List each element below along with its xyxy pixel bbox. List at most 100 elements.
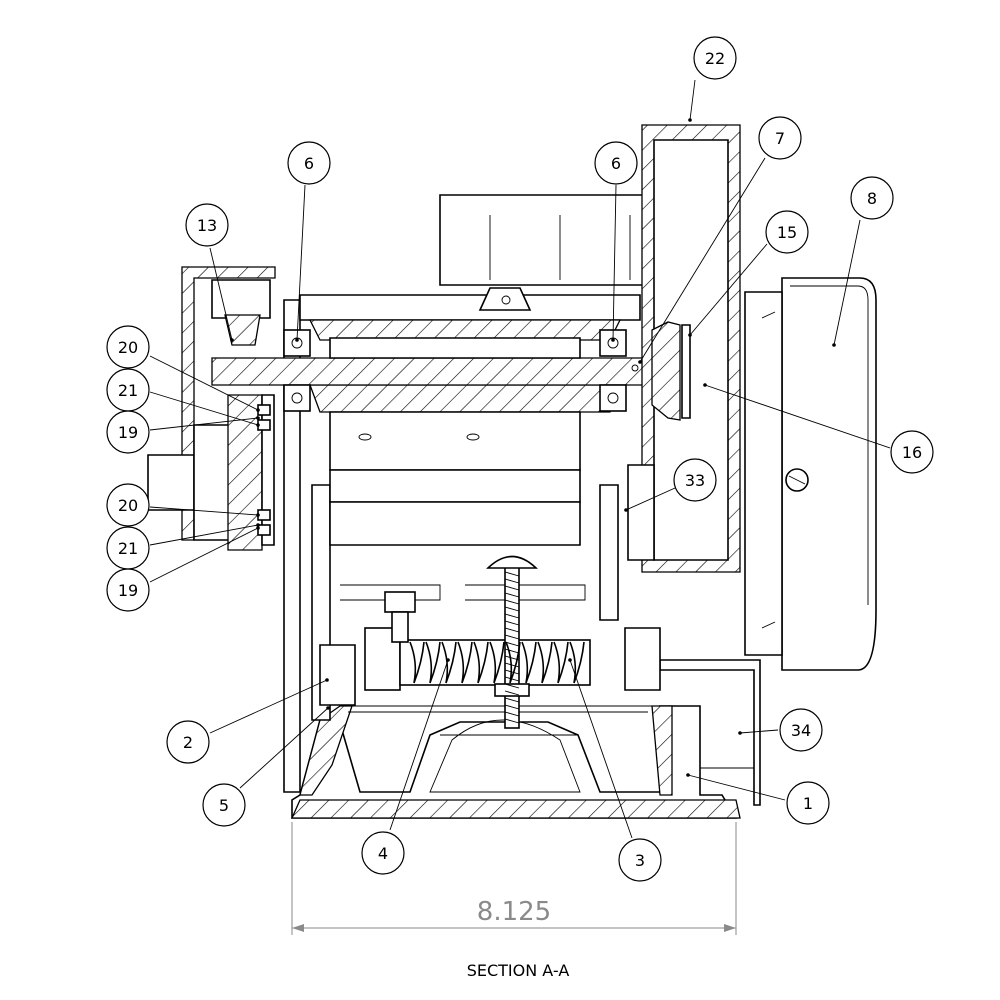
left-frame xyxy=(283,299,661,793)
balloon-b8 xyxy=(850,176,894,220)
overall-dimension: 8.125 xyxy=(291,822,737,935)
motor-body xyxy=(299,194,651,546)
screw-thread xyxy=(504,711,520,717)
base-housing xyxy=(290,704,741,819)
leader-line xyxy=(704,384,891,449)
balloon-b3 xyxy=(618,838,662,882)
leader-tip xyxy=(446,658,450,662)
balloon-label: 20 xyxy=(118,338,138,357)
balloon-b6b xyxy=(594,141,638,185)
section-caption: SECTION A-A xyxy=(467,961,570,980)
leader-tip xyxy=(256,513,260,517)
leader-line xyxy=(149,355,259,411)
spring-coil xyxy=(489,641,505,684)
balloon-b2 xyxy=(166,720,210,764)
screw-thread xyxy=(504,641,520,647)
dimension-value: 8.125 xyxy=(477,897,551,927)
screw-thread xyxy=(504,683,520,689)
screw-thread xyxy=(504,613,520,619)
balloon-b13 xyxy=(185,203,229,247)
balloon-b16 xyxy=(890,430,934,474)
leader-tip xyxy=(325,678,329,682)
leader-tip xyxy=(611,338,615,342)
compression-spring xyxy=(409,641,585,684)
leader-tip xyxy=(688,118,692,122)
leader-line xyxy=(149,524,259,546)
spring-coil xyxy=(473,641,489,684)
leader-tip xyxy=(230,338,234,342)
leader-tip xyxy=(638,360,642,364)
end-cover-8 xyxy=(744,277,877,671)
balloon-b19b xyxy=(106,568,150,612)
balloon-label: 5 xyxy=(219,796,229,815)
balloon-b5 xyxy=(202,783,246,827)
leader-line xyxy=(833,219,861,346)
leader-line xyxy=(149,527,259,583)
screw-thread xyxy=(504,676,520,682)
bearing-left xyxy=(283,329,311,412)
leader-tip xyxy=(256,523,260,527)
screw-thread xyxy=(504,655,520,661)
leader-line xyxy=(689,79,696,121)
leader-tip xyxy=(568,658,572,662)
leader-line xyxy=(239,707,329,789)
spring-coil xyxy=(425,641,441,684)
spring-coil xyxy=(569,641,585,684)
balloon-label: 2 xyxy=(183,733,193,752)
leader-tip xyxy=(688,333,692,337)
leader-line xyxy=(209,679,328,734)
balloon-b7 xyxy=(758,116,802,160)
balloon-b20b xyxy=(106,483,150,527)
balloon-label: 33 xyxy=(685,471,705,490)
screw-thread xyxy=(504,697,520,703)
leader-line xyxy=(296,184,306,341)
balloon-label: 21 xyxy=(118,381,138,400)
screw-thread xyxy=(504,578,520,584)
leader-tip xyxy=(703,383,707,387)
balloon-b22 xyxy=(693,36,737,80)
balloon-b19a xyxy=(106,410,150,454)
balloon-label: 4 xyxy=(378,844,388,863)
balloon-b33 xyxy=(673,458,717,502)
coupling-right xyxy=(631,321,691,421)
leader-tip xyxy=(326,706,330,710)
balloon-label: 8 xyxy=(867,189,877,208)
leader-line xyxy=(149,391,259,426)
balloon-label: 21 xyxy=(118,539,138,558)
leader-line xyxy=(389,659,449,831)
leader-line xyxy=(687,774,786,801)
leader-tip xyxy=(295,338,299,342)
fan-housing-22 xyxy=(627,124,741,573)
leader-line xyxy=(625,487,676,511)
leader-line xyxy=(149,506,259,516)
spring-coil xyxy=(537,641,553,684)
spring-coil xyxy=(553,641,569,684)
balloon-label: 6 xyxy=(611,154,621,173)
balloon-label: 19 xyxy=(118,581,138,600)
leader-line xyxy=(689,243,768,336)
balloon-label: 16 xyxy=(902,443,922,462)
balloon-b1 xyxy=(786,781,830,825)
balloon-label: 3 xyxy=(635,851,645,870)
screw-thread xyxy=(504,592,520,598)
balloon-b6a xyxy=(287,141,331,185)
leader-tip xyxy=(256,526,260,530)
leader-line xyxy=(569,659,633,839)
spring-coil xyxy=(457,641,473,684)
leader-tip xyxy=(256,423,260,427)
spring-coil xyxy=(521,641,537,684)
balloon-label: 13 xyxy=(197,216,217,235)
screw-thread xyxy=(504,669,520,675)
screw-thread xyxy=(504,571,520,577)
spring-coil xyxy=(505,641,521,684)
leader-tip xyxy=(738,731,742,735)
balloon-b20a xyxy=(106,325,150,369)
screw-thread xyxy=(504,718,520,724)
adjusting-screw xyxy=(504,571,520,724)
leader-line xyxy=(612,184,617,341)
balloon-b4 xyxy=(361,831,405,875)
leader-tip xyxy=(624,508,628,512)
balloon-label: 7 xyxy=(775,129,785,148)
balloon-label: 22 xyxy=(705,49,725,68)
